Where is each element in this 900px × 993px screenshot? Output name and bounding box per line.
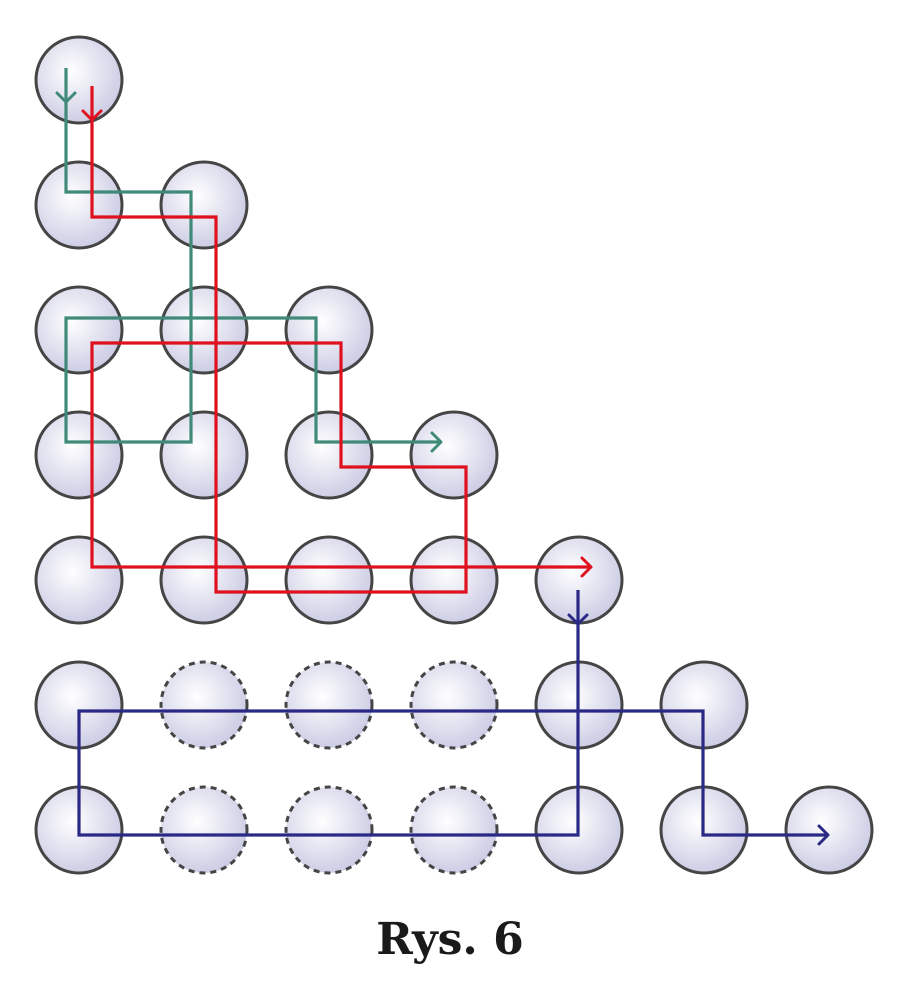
route-teal — [55, 68, 443, 453]
dashed-circle — [409, 785, 499, 875]
route-red — [81, 86, 593, 594]
circle — [159, 285, 249, 375]
arrow-head-icon — [567, 613, 589, 626]
circle — [34, 410, 124, 500]
circles-layer — [34, 35, 874, 875]
circle — [159, 535, 249, 625]
route-blue — [77, 590, 830, 846]
route-line — [77, 590, 828, 837]
arrow-head-icon — [580, 556, 593, 578]
paths-layer — [55, 68, 830, 846]
circle — [284, 285, 374, 375]
arrow-head-icon — [430, 431, 443, 453]
route-line — [64, 68, 441, 444]
route-line — [90, 86, 591, 594]
arrow-head-icon — [817, 824, 830, 846]
circle — [284, 410, 374, 500]
circle — [284, 535, 374, 625]
circle — [159, 160, 249, 250]
dashed-circle — [284, 785, 374, 875]
circle — [34, 35, 124, 125]
circle — [409, 535, 499, 625]
circle — [159, 410, 249, 500]
circle — [34, 285, 124, 375]
circle — [34, 535, 124, 625]
dashed-circle — [284, 660, 374, 750]
arrow-head-icon — [81, 109, 103, 122]
dashed-circle — [409, 660, 499, 750]
arrow-head-icon — [55, 91, 77, 104]
dashed-circle — [159, 660, 249, 750]
dashed-circle — [159, 785, 249, 875]
circle — [409, 410, 499, 500]
circle — [784, 785, 874, 875]
circle — [34, 160, 124, 250]
circle-path-diagram — [34, 35, 874, 875]
figure-caption: Rys. 6 — [376, 914, 524, 965]
